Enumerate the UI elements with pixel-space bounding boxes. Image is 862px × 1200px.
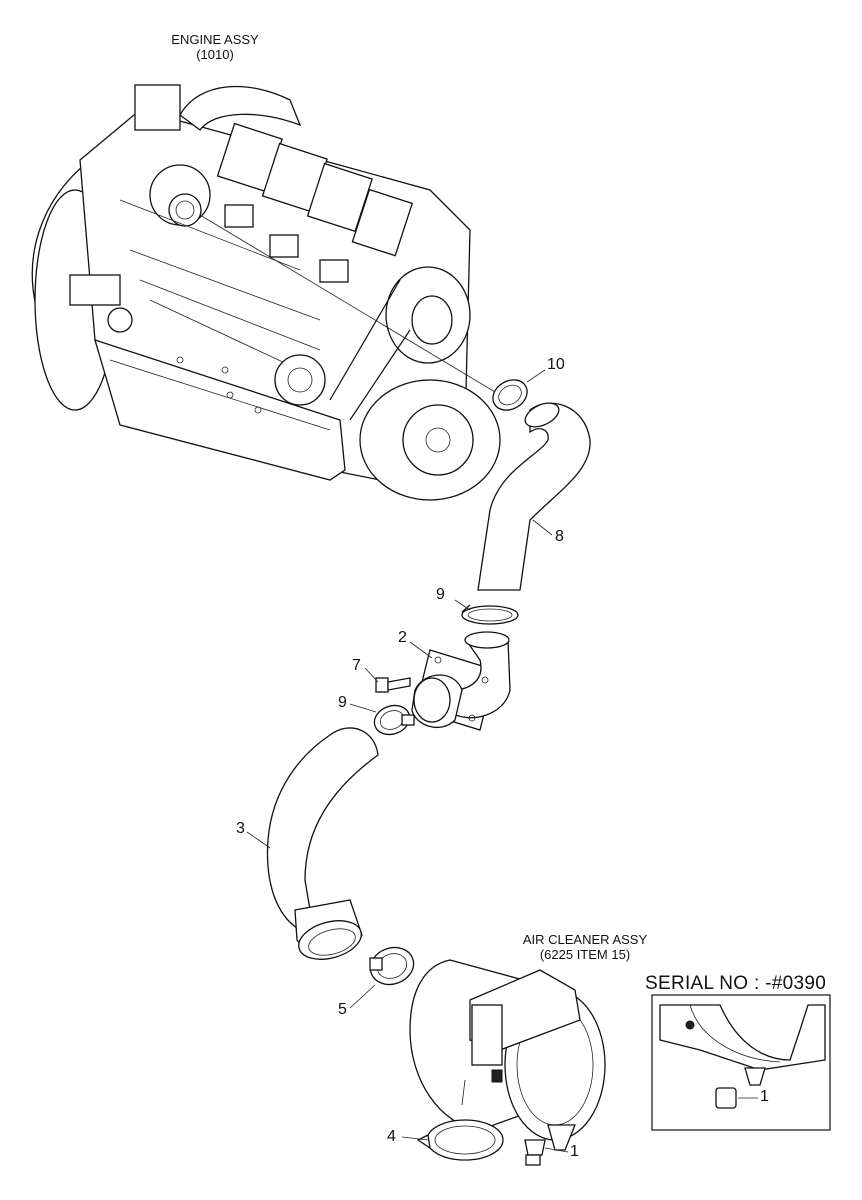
- band-item-4: [416, 1119, 504, 1161]
- engine-assembly-drawing: [31, 84, 501, 501]
- air-cleaner-assy-label: AIR CLEANER ASSY (6225 ITEM 15): [500, 932, 670, 962]
- callout-5: 5: [338, 1001, 347, 1018]
- callout-2: 2: [398, 629, 407, 646]
- engine-assy-label: ENGINE ASSY (1010): [150, 32, 280, 62]
- serial-inset-frame: [651, 994, 831, 1131]
- valve-item-1: [524, 1139, 546, 1166]
- callout-10: 10: [547, 356, 565, 373]
- air-cleaner-assy-name: AIR CLEANER ASSY: [522, 932, 648, 947]
- air-cleaner-drawing: [409, 959, 606, 1151]
- hose-item-3: [266, 727, 379, 931]
- engine-assy-name: ENGINE ASSY: [171, 32, 259, 47]
- callout-1-inset: 1: [760, 1088, 769, 1105]
- elbow-item-2: [411, 631, 511, 731]
- callout-4: 4: [387, 1128, 396, 1145]
- serial-number-label: SERIAL NO : -#0390: [645, 973, 827, 994]
- bolt-item-7: [375, 677, 411, 693]
- callout-8: 8: [555, 528, 564, 545]
- callout-9-upper: 9: [436, 586, 445, 603]
- clamp-item-10: [492, 379, 528, 411]
- leader-lines: [246, 369, 569, 1153]
- clamp-item-5: [369, 946, 415, 986]
- clamp-item-9-upper: [461, 604, 519, 625]
- callout-1: 1: [570, 1143, 579, 1160]
- air-cleaner-assy-ref: (6225 ITEM 15): [539, 947, 631, 962]
- callout-3: 3: [236, 820, 245, 837]
- callout-7: 7: [352, 657, 361, 674]
- hose-item-8: [477, 402, 591, 591]
- callout-9-lower: 9: [338, 694, 347, 711]
- clamp-item-9-lower: [373, 704, 415, 736]
- engine-assy-ref: (1010): [196, 47, 234, 62]
